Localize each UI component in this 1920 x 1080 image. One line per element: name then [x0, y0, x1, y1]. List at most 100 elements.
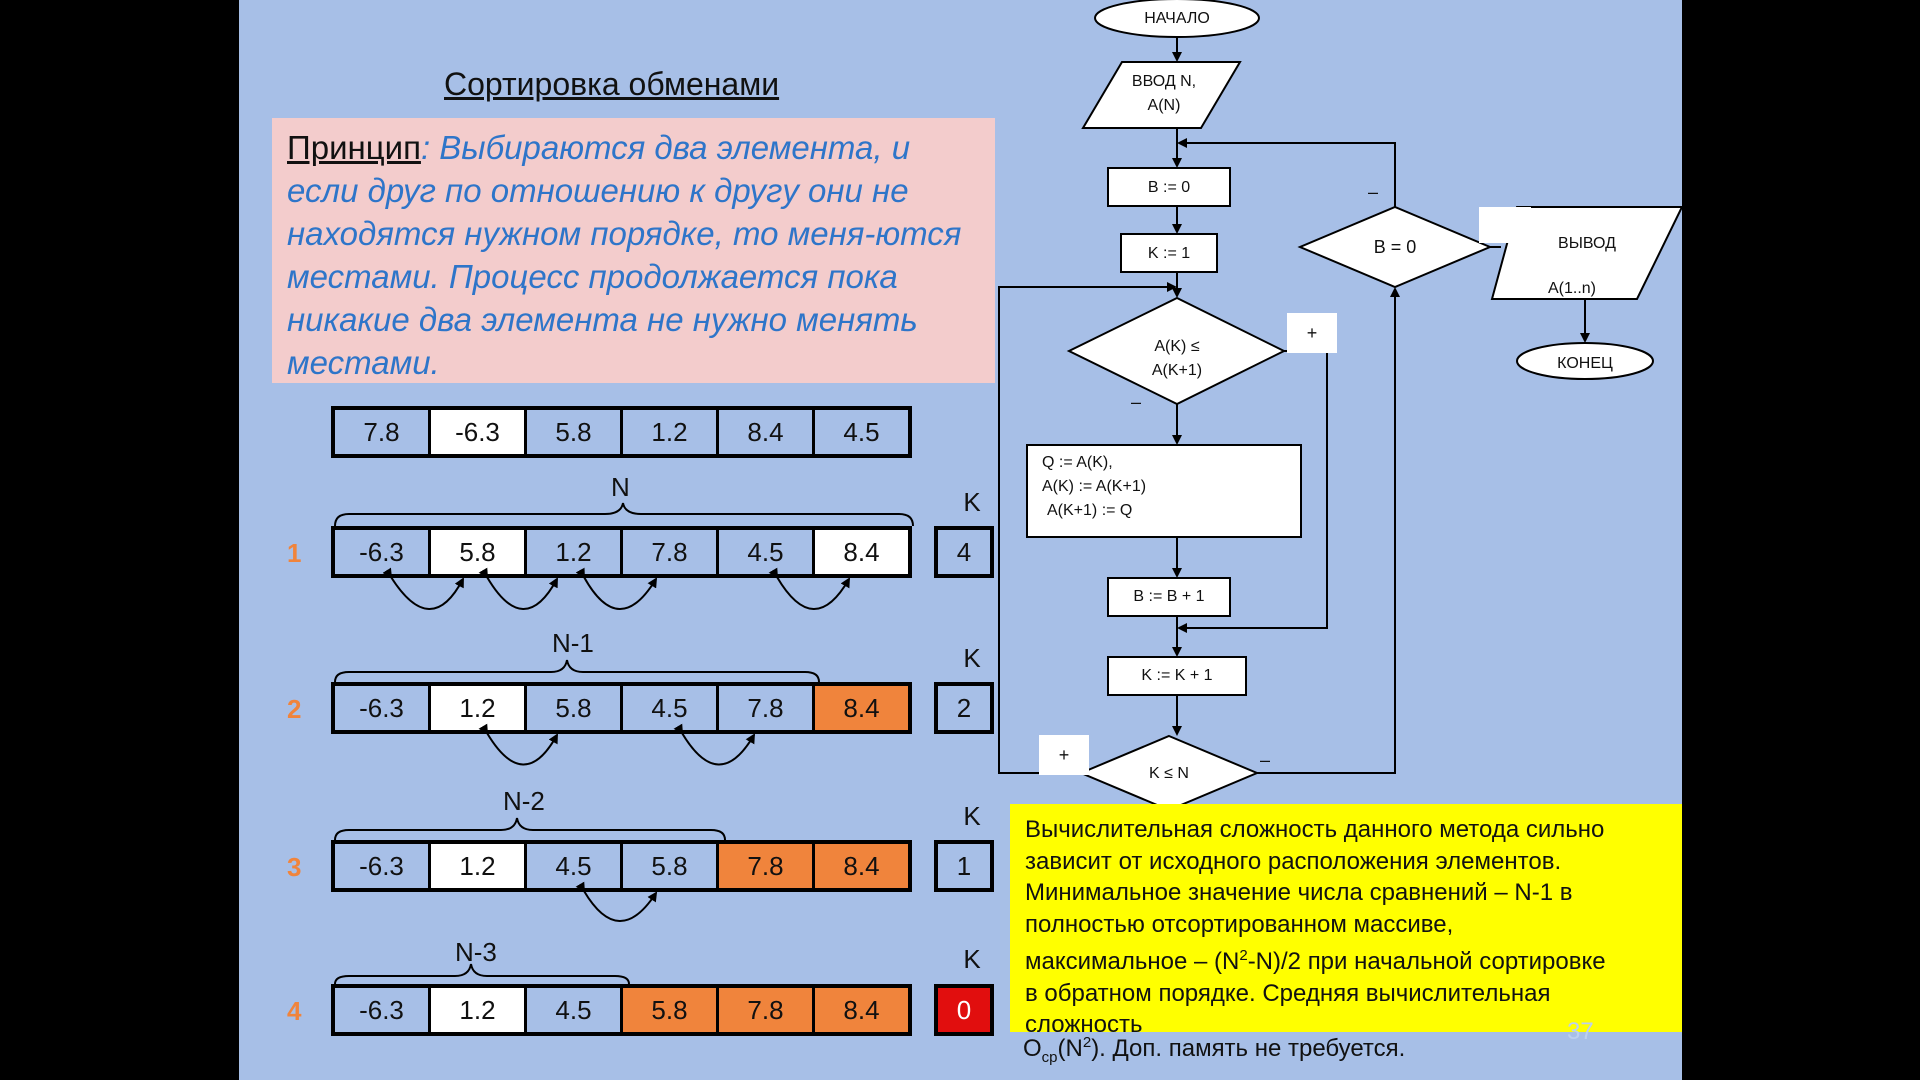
flow-end-label: КОНЕЦ — [1557, 355, 1613, 372]
flow-output-parallelogram — [1490, 206, 1682, 300]
slide-title: Сортировка обменами — [444, 66, 780, 102]
array-cell: -6.3 — [431, 410, 527, 454]
array-cell: 1.2 — [527, 530, 623, 574]
array-cell: 1.2 — [431, 844, 527, 888]
array-cell: 1.2 — [431, 686, 527, 730]
brace-pass-2 — [334, 659, 820, 683]
complexity-box: Вычислительная сложность данного метода … — [1010, 804, 1682, 1038]
complexity-fragment: O — [1023, 1035, 1042, 1062]
flow-swap-box — [1026, 444, 1302, 538]
array-row-pass-3: -6.3 1.2 4.5 5.8 7.8 8.4 — [331, 840, 912, 892]
k-value-pass-1: 4 — [934, 526, 994, 578]
branch-plus-bcond-box — [1479, 207, 1531, 243]
flow-output-label-1: ВЫВОД — [1558, 235, 1616, 252]
initial-array-row: 7.8 -6.3 5.8 1.2 8.4 4.5 — [331, 406, 912, 458]
array-cell: 4.5 — [815, 410, 908, 454]
flow-start-label: НАЧАЛО — [1144, 10, 1210, 27]
flow-kinc-box — [1107, 656, 1247, 696]
array-cell: 1.2 — [431, 988, 527, 1032]
complexity-superscript: 2 — [1239, 947, 1248, 964]
complexity-line: в обратном порядке. Средняя вычислительн… — [1025, 979, 1551, 1007]
array-cell: -6.3 — [335, 844, 431, 888]
flow-compare-label-2: A(K+1) — [1151, 362, 1203, 379]
principle-body: Выбираются два элемента, и если друг по … — [287, 129, 962, 381]
array-cell: 8.4 — [719, 410, 815, 454]
complexity-line: зависит от исходного расположения элемен… — [1025, 847, 1562, 875]
branch-plus-compare: + — [1287, 313, 1337, 353]
branch-minus-compare: – — [1131, 392, 1142, 412]
flow-k1-box — [1120, 233, 1218, 273]
brace-label-pass-3: N-2 — [503, 786, 545, 816]
array-cell: 5.8 — [623, 988, 719, 1032]
array-cell: 4.5 — [623, 686, 719, 730]
array-cell: 4.5 — [527, 844, 623, 888]
principle-label: Принцип — [287, 129, 421, 166]
flow-swap-label-2: A(K) := A(K+1) — [1042, 478, 1147, 495]
k-value-pass-2: 2 — [934, 682, 994, 734]
array-cell: 4.5 — [719, 530, 815, 574]
k-label-pass-1: K — [963, 487, 981, 517]
complexity-fragment: (N — [1057, 1035, 1083, 1062]
swap-arc — [382, 567, 464, 610]
flow-swap-label-1: Q := A(K), — [1042, 454, 1113, 471]
flow-end-terminal — [1516, 342, 1654, 380]
brace-label-pass-2: N-1 — [552, 628, 594, 658]
array-cell: 8.4 — [815, 686, 908, 730]
array-cell: 7.8 — [335, 410, 431, 454]
complexity-subscript: ср — [1041, 1048, 1058, 1066]
k-value-pass-3: 1 — [934, 840, 994, 892]
complexity-fragment: -N)/2 при начальной сортировке — [1247, 948, 1606, 975]
array-row-pass-4: -6.3 1.2 4.5 5.8 7.8 8.4 — [331, 984, 912, 1036]
complexity-line: максимальное – (N2-N)/2 при начальной со… — [1025, 940, 1675, 978]
swap-arc — [575, 881, 658, 922]
array-cell: 8.4 — [815, 988, 908, 1032]
complexity-line: сложность — [1025, 1011, 1143, 1038]
pass-number-4: 4 — [287, 996, 302, 1026]
branch-minus-kcond: – — [1260, 750, 1271, 770]
array-cell: 7.8 — [623, 530, 719, 574]
slide: Сортировка обменами Принцип: Выбираются … — [239, 0, 1682, 1080]
flow-bcond-label: B = 0 — [1373, 237, 1417, 257]
k-value-pass-4: 0 — [934, 984, 994, 1036]
brace-label-pass-4: N-3 — [455, 937, 497, 967]
flow-k1-label: K := 1 — [1147, 245, 1191, 262]
flow-kinc-label: K := K + 1 — [1141, 667, 1213, 684]
branch-minus-bcond: – — [1368, 182, 1379, 202]
array-cell: 7.8 — [719, 844, 815, 888]
array-cell: 7.8 — [719, 686, 815, 730]
array-cell: 5.8 — [527, 410, 623, 454]
array-cell: -6.3 — [335, 686, 431, 730]
brace-pass-3 — [334, 817, 726, 841]
brace-pass-1 — [334, 502, 914, 527]
array-cell: 8.4 — [815, 844, 908, 888]
pass-number-1: 1 — [287, 538, 302, 568]
complexity-fragment: максимальное – (N — [1025, 948, 1240, 975]
principle-box: Принцип: Выбираются два элемента, и если… — [272, 118, 995, 383]
flow-input-label-2: A(N) — [1147, 97, 1181, 114]
complexity-superscript: 2 — [1082, 1034, 1092, 1051]
array-row-pass-2: -6.3 1.2 5.8 4.5 7.8 8.4 — [331, 682, 912, 734]
complexity-line: Минимальное значение числа сравнений – N… — [1025, 879, 1573, 906]
page-number: 37 — [1567, 1018, 1594, 1045]
array-cell: 8.4 — [815, 530, 908, 574]
flow-input-parallelogram — [1081, 61, 1242, 129]
k-label-pass-4: K — [963, 944, 981, 974]
array-cell: 5.8 — [527, 686, 623, 730]
complexity-line: полностью отсортированном массиве, — [1025, 910, 1454, 938]
swap-arc — [478, 723, 558, 766]
swap-arc — [575, 567, 658, 610]
flow-compare-label-1: A(K) ≤ — [1154, 338, 1200, 355]
flow-swap-label-3: A(K+1) := Q — [1047, 502, 1133, 519]
array-cell: 5.8 — [431, 530, 527, 574]
array-cell: 7.8 — [719, 988, 815, 1032]
array-cell: 5.8 — [623, 844, 719, 888]
complexity-final-line: Oср(N2). Доп. память не требуется. — [1023, 1034, 1405, 1066]
branch-plus-kcond: + — [1039, 735, 1089, 775]
swap-arc — [478, 567, 558, 610]
flow-output-label-2: A(1..n) — [1547, 280, 1596, 297]
pass-number-3: 3 — [287, 852, 302, 882]
swap-arc — [673, 723, 756, 766]
array-cell: -6.3 — [335, 530, 431, 574]
complexity-text: Вычислительная сложность данного метода … — [1025, 814, 1675, 1041]
complexity-line: Вычислительная сложность данного метода … — [1025, 816, 1605, 843]
